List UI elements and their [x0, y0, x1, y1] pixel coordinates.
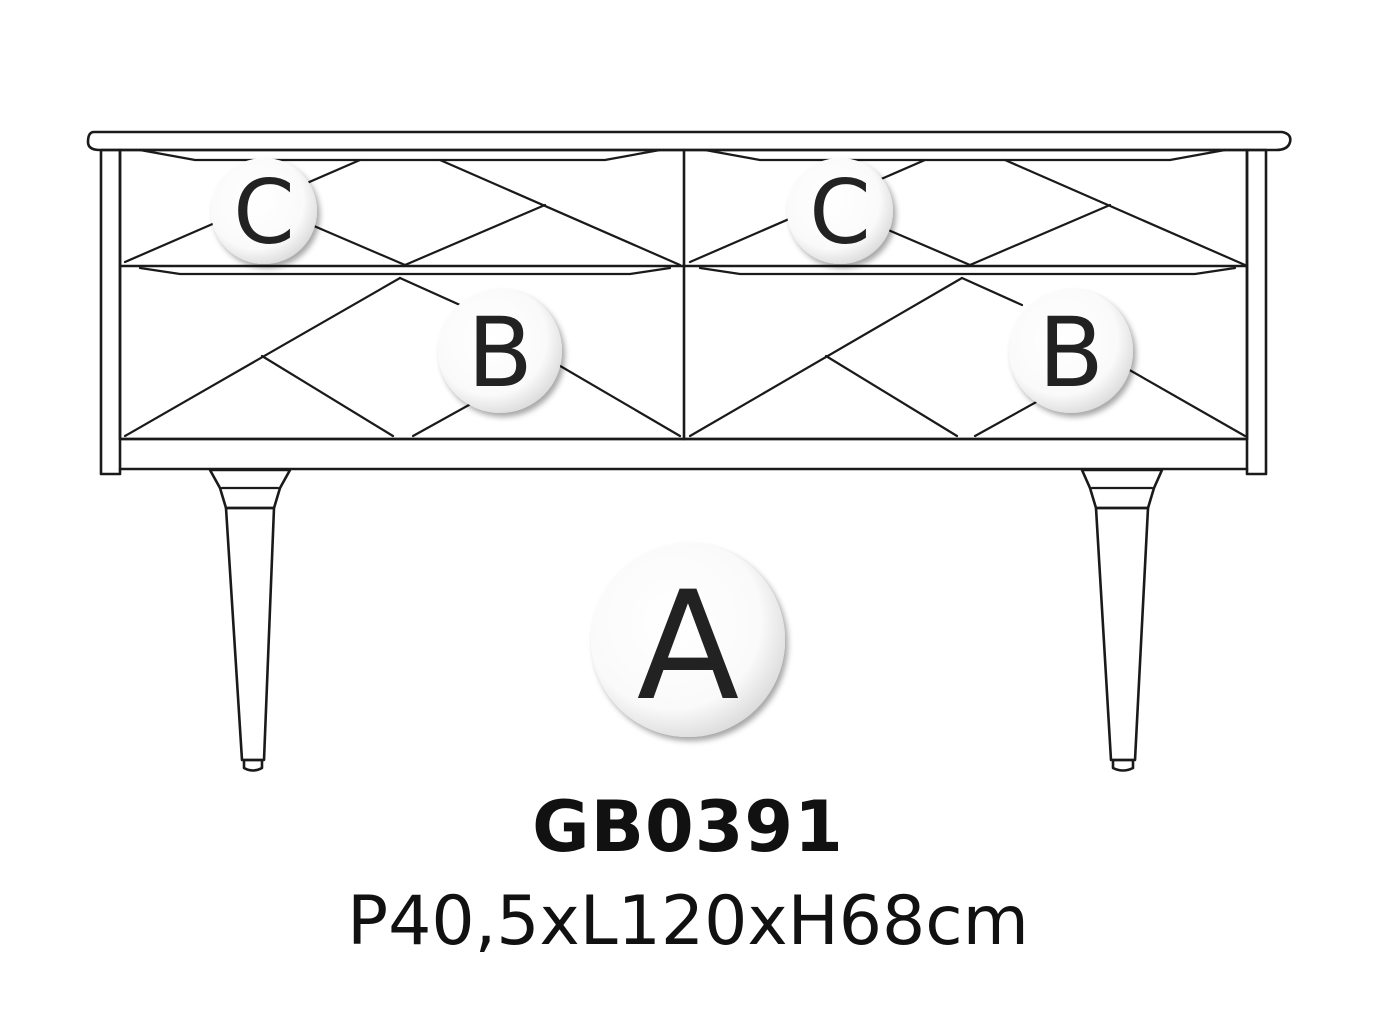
right-leg: [1080, 468, 1164, 772]
left-side-panel: [99, 148, 122, 476]
bottom-right-drawer-lip: [698, 266, 1237, 276]
product-code: GB0391: [532, 786, 844, 868]
top-right-drawer-pattern: [688, 158, 1247, 267]
label-c-right: C: [809, 161, 870, 264]
label-b-right: B: [1038, 297, 1104, 409]
label-badge-top-right-drawer: C: [787, 158, 893, 264]
top-board: [86, 130, 1292, 152]
label-b-left: B: [467, 297, 533, 409]
label-c-left: C: [233, 161, 294, 264]
bottom-left-drawer-lip: [138, 266, 672, 276]
label-a: A: [637, 560, 740, 734]
label-badge-bottom-left-drawer: B: [438, 289, 562, 413]
product-dimensions: P40,5xL120xH68cm: [347, 882, 1029, 961]
label-badge-top-left-drawer: C: [211, 158, 317, 264]
bottom-right-drawer-pattern: [688, 276, 1247, 438]
top-left-drawer-pattern: [123, 158, 682, 267]
bottom-left-drawer-pattern: [123, 276, 682, 438]
top-left-drawer-lip: [138, 148, 662, 162]
left-leg: [208, 468, 292, 772]
top-right-drawer-lip: [703, 148, 1227, 162]
label-badge-body: A: [591, 543, 785, 737]
label-badge-bottom-right-drawer: B: [1009, 289, 1133, 413]
right-side-panel: [1245, 148, 1268, 476]
